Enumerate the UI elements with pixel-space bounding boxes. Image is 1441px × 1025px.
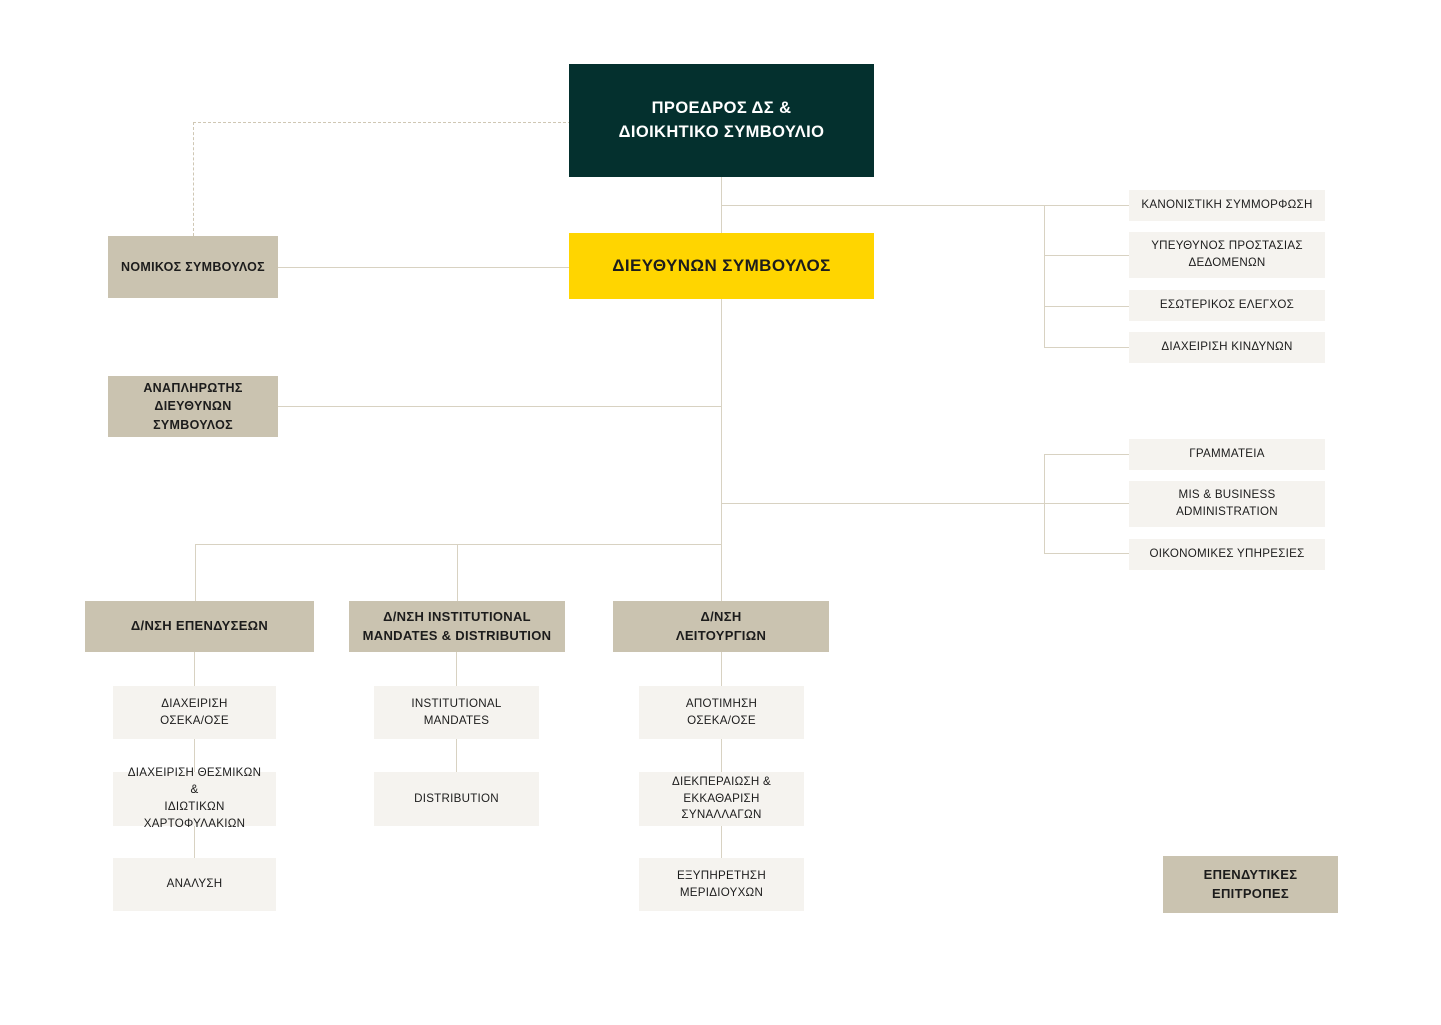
connector-lower-staff-stub-3 bbox=[1044, 553, 1129, 554]
connector-ceo-to-upper-staff-bus bbox=[721, 205, 1045, 206]
node-ucits-valuation-label: ΑΠΟΤΙΜΗΣΗ ΟΣΕΚΑ/ΟΣΕ bbox=[685, 696, 758, 727]
connector-board-to-legal-vertical bbox=[193, 122, 194, 236]
node-division-institutional-mandates-distribution-label: Δ/ΝΣΗ INSTITUTIONAL MANDATES & DISTRIBUT… bbox=[362, 608, 552, 643]
connector-division-drop-2 bbox=[457, 544, 458, 601]
node-transaction-settlement-clearing-label: ΔΙΕΚΠΕΡΑΙΩΣΗ & ΕΚΚΑΘΑΡΙΣΗ ΣΥΝΑΛΛΑΓΩΝ bbox=[671, 774, 772, 822]
node-division-investments-label: Δ/ΝΣΗ ΕΠΕΝΔΥΣΕΩΝ bbox=[130, 618, 269, 634]
node-unitholder-services-label: ΕΞΥΠΗΡΕΤΗΣΗ ΜΕΡΙΔΙΟΥΧΩΝ bbox=[677, 868, 766, 899]
node-ucits-management-label: ΔΙΑΧΕΙΡΙΣΗ ΟΣΕΚΑ/ΟΣΕ bbox=[160, 696, 229, 727]
node-risk-management[interactable]: ΔΙΑΧΕΙΡΙΣΗ ΚΙΝΔΥΝΩΝ bbox=[1129, 332, 1325, 363]
connector-upper-staff-stub-3 bbox=[1044, 306, 1129, 307]
node-ucits-valuation[interactable]: ΑΠΟΤΙΜΗΣΗ ΟΣΕΚΑ/ΟΣΕ bbox=[639, 686, 804, 739]
connector-col1-child-3 bbox=[194, 826, 195, 858]
connector-division-drop-3 bbox=[721, 544, 722, 601]
connector-divisions-bus bbox=[195, 544, 722, 545]
connector-trunk-main bbox=[721, 177, 722, 601]
node-transaction-settlement-clearing[interactable]: ΔΙΕΚΠΕΡΑΙΩΣΗ & ΕΚΚΑΘΑΡΙΣΗ ΣΥΝΑΛΛΑΓΩΝ bbox=[639, 772, 804, 826]
connector-deputy-to-trunk bbox=[278, 406, 722, 407]
connector-lower-staff-stub-1 bbox=[1044, 454, 1129, 455]
node-financial-services[interactable]: ΟΙΚΟΝΟΜΙΚΕΣ ΥΠΗΡΕΣΙΕΣ bbox=[1129, 539, 1325, 570]
connector-col2-child-2 bbox=[456, 739, 457, 772]
node-analysis[interactable]: ΑΝΑΛΥΣΗ bbox=[113, 858, 276, 911]
node-investment-committees[interactable]: ΕΠΕΝΔΥΤΙΚΕΣ ΕΠΙΤΡΟΠΕΣ bbox=[1163, 856, 1338, 913]
node-secretariat-label: ΓΡΑΜΜΑΤΕΙΑ bbox=[1189, 447, 1265, 461]
connector-col1-child-1 bbox=[194, 652, 195, 686]
node-regulatory-compliance-label: ΚΑΝΟΝΙΣΤΙΚΗ ΣΥΜΜΟΡΦΩΣΗ bbox=[1141, 198, 1313, 212]
node-regulatory-compliance[interactable]: ΚΑΝΟΝΙΣΤΙΚΗ ΣΥΜΜΟΡΦΩΣΗ bbox=[1129, 190, 1325, 221]
node-division-institutional-mandates-distribution[interactable]: Δ/ΝΣΗ INSTITUTIONAL MANDATES & DISTRIBUT… bbox=[349, 601, 565, 652]
connector-upper-staff-stub-2 bbox=[1044, 255, 1129, 256]
connector-col2-child-1 bbox=[456, 652, 457, 686]
node-institutional-mandates[interactable]: INSTITUTIONAL MANDATES bbox=[374, 686, 539, 739]
node-legal-advisor[interactable]: ΝΟΜΙΚΟΣ ΣΥΜΒΟΥΛΟΣ bbox=[108, 236, 278, 298]
node-deputy-ceo[interactable]: ΑΝΑΠΛΗΡΩΤΗΣ ΔΙΕΥΘΥΝΩΝ ΣΥΜΒΟΥΛΟΣ bbox=[108, 376, 278, 437]
connector-col3-child-2 bbox=[721, 739, 722, 772]
connector-division-drop-1 bbox=[195, 544, 196, 601]
node-internal-audit[interactable]: ΕΣΩΤΕΡΙΚΟΣ ΕΛΕΓΧΟΣ bbox=[1129, 290, 1325, 321]
connector-col3-child-3 bbox=[721, 826, 722, 858]
node-mis-business-administration[interactable]: MIS & BUSINESS ADMINISTRATION bbox=[1129, 481, 1325, 527]
node-ceo-label: ΔΙΕΥΘΥΝΩΝ ΣΥΜΒΟΥΛΟΣ bbox=[612, 255, 831, 275]
node-unitholder-services[interactable]: ΕΞΥΠΗΡΕΤΗΣΗ ΜΕΡΙΔΙΟΥΧΩΝ bbox=[639, 858, 804, 911]
node-ucits-management[interactable]: ΔΙΑΧΕΙΡΙΣΗ ΟΣΕΚΑ/ΟΣΕ bbox=[113, 686, 276, 739]
node-division-operations[interactable]: Δ/ΝΣΗ ΛΕΙΤΟΥΡΓΙΩΝ bbox=[613, 601, 829, 652]
node-legal-advisor-label: ΝΟΜΙΚΟΣ ΣΥΜΒΟΥΛΟΣ bbox=[121, 259, 265, 274]
node-division-operations-label: Δ/ΝΣΗ ΛΕΙΤΟΥΡΓΙΩΝ bbox=[675, 608, 767, 643]
node-distribution-label: DISTRIBUTION bbox=[414, 791, 499, 805]
node-board-of-directors[interactable]: ΠΡΟΕΔΡΟΣ ΔΣ & ΔΙΟΙΚΗΤΙΚΟ ΣΥΜΒΟΥΛΙΟ bbox=[569, 64, 874, 177]
connector-col3-child-1 bbox=[721, 652, 722, 686]
node-internal-audit-label: ΕΣΩΤΕΡΙΚΟΣ ΕΛΕΓΧΟΣ bbox=[1159, 298, 1295, 312]
connector-col1-child-2 bbox=[194, 739, 195, 772]
node-risk-management-label: ΔΙΑΧΕΙΡΙΣΗ ΚΙΝΔΥΝΩΝ bbox=[1161, 340, 1293, 354]
node-mis-business-administration-label: MIS & BUSINESS ADMINISTRATION bbox=[1176, 488, 1278, 518]
connector-lower-staff-spine bbox=[1044, 454, 1045, 554]
connector-ceo-to-lower-staff-bus bbox=[721, 503, 1045, 504]
node-data-protection-officer[interactable]: ΥΠΕΥΘΥΝΟΣ ΠΡΟΣΤΑΣΙΑΣ ΔΕΔΟΜΕΝΩΝ bbox=[1129, 232, 1325, 278]
node-distribution[interactable]: DISTRIBUTION bbox=[374, 772, 539, 826]
node-board-of-directors-label: ΠΡΟΕΔΡΟΣ ΔΣ & ΔΙΟΙΚΗΤΙΚΟ ΣΥΜΒΟΥΛΙΟ bbox=[618, 98, 825, 141]
connector-upper-staff-spine bbox=[1044, 205, 1045, 348]
node-division-investments[interactable]: Δ/ΝΣΗ ΕΠΕΝΔΥΣΕΩΝ bbox=[85, 601, 314, 652]
node-data-protection-officer-label: ΥΠΕΥΘΥΝΟΣ ΠΡΟΣΤΑΣΙΑΣ ΔΕΔΟΜΕΝΩΝ bbox=[1151, 239, 1303, 269]
node-investment-committees-label: ΕΠΕΝΔΥΤΙΚΕΣ ΕΠΙΤΡΟΠΕΣ bbox=[1203, 866, 1298, 901]
node-institutional-private-portfolios-label: ΔΙΑΧΕΙΡΙΣΗ ΘΕΣΜΙΚΩΝ & ΙΔΙΩΤΙΚΩΝ ΧΑΡΤΟΦΥΛ… bbox=[127, 766, 262, 830]
node-institutional-mandates-label: INSTITUTIONAL MANDATES bbox=[411, 696, 502, 727]
node-institutional-private-portfolios[interactable]: ΔΙΑΧΕΙΡΙΣΗ ΘΕΣΜΙΚΩΝ & ΙΔΙΩΤΙΚΩΝ ΧΑΡΤΟΦΥΛ… bbox=[113, 766, 276, 830]
node-ceo[interactable]: ΔΙΕΥΘΥΝΩΝ ΣΥΜΒΟΥΛΟΣ bbox=[569, 233, 874, 299]
node-secretariat[interactable]: ΓΡΑΜΜΑΤΕΙΑ bbox=[1129, 439, 1325, 470]
node-analysis-label: ΑΝΑΛΥΣΗ bbox=[166, 877, 223, 891]
node-financial-services-label: ΟΙΚΟΝΟΜΙΚΕΣ ΥΠΗΡΕΣΙΕΣ bbox=[1149, 547, 1305, 561]
node-deputy-ceo-label: ΑΝΑΠΛΗΡΩΤΗΣ ΔΙΕΥΘΥΝΩΝ ΣΥΜΒΟΥΛΟΣ bbox=[143, 381, 243, 432]
connector-board-to-legal-horizontal bbox=[193, 122, 571, 123]
connector-legal-to-ceo bbox=[278, 267, 572, 268]
connector-upper-staff-stub-1 bbox=[1044, 205, 1129, 206]
connector-upper-staff-stub-4 bbox=[1044, 347, 1129, 348]
connector-lower-staff-stub-2 bbox=[1044, 503, 1129, 504]
